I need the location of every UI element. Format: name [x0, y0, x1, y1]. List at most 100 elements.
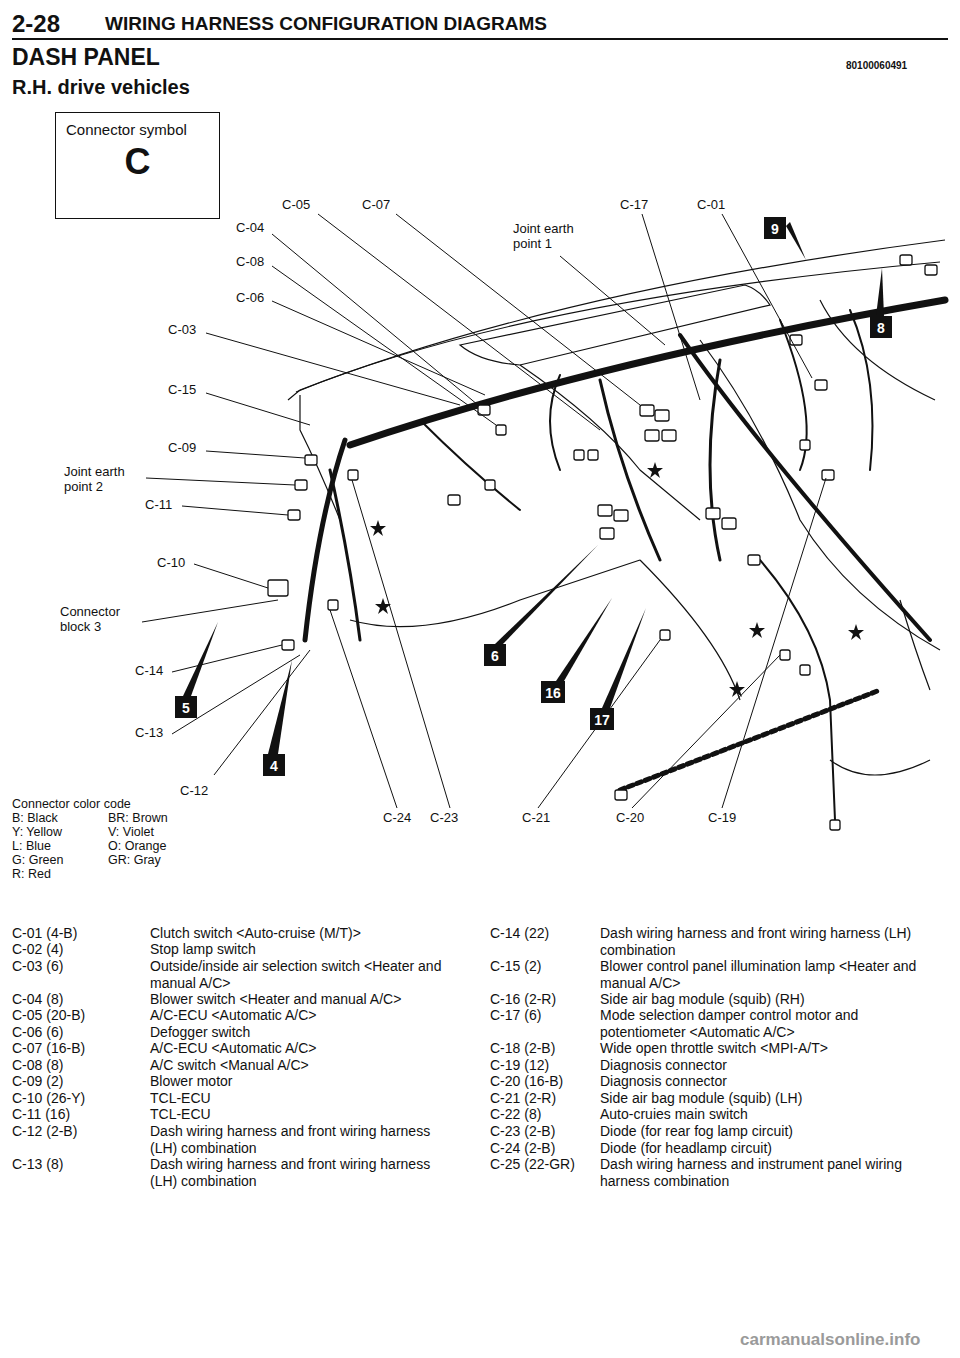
table-description: Diagnosis connector	[600, 1073, 945, 1090]
callout-pointers	[183, 222, 884, 754]
table-description: Side air bag module (squib) (LH)	[600, 1090, 945, 1107]
document-code: 80100060491	[846, 60, 907, 72]
page-title: DASH PANEL	[12, 44, 160, 70]
color-code: G: Green	[12, 854, 63, 868]
table-description: Dash wiring harness and instrument panel…	[600, 1156, 945, 1189]
table-connector-code: C-09 (2)	[12, 1073, 63, 1090]
callout-number: 17	[590, 708, 614, 730]
table-connector-code: C-13 (8)	[12, 1156, 63, 1173]
connector-label: C-11	[145, 498, 172, 513]
table-connector-code: C-18 (2-B)	[490, 1040, 555, 1057]
watermark: carmanualsonline.info	[740, 1330, 920, 1350]
table-connector-code: C-03 (6)	[12, 958, 63, 975]
table-description: A/C-ECU <Automatic A/C>	[150, 1040, 445, 1057]
table-description: Blower control panel illumination lamp <…	[600, 958, 945, 991]
table-description: TCL-ECU	[150, 1090, 445, 1107]
table-connector-code: C-07 (16-B)	[12, 1040, 85, 1057]
symbol-letter: C	[66, 142, 209, 182]
table-connector-code: C-19 (12)	[490, 1057, 549, 1074]
color-code: L: Blue	[12, 840, 51, 854]
color-code: BR: Brown	[108, 812, 168, 826]
connector-label: C-05	[282, 198, 310, 213]
callout-number: 6	[484, 644, 506, 666]
connectors	[268, 255, 937, 830]
table-connector-code: C-15 (2)	[490, 958, 541, 975]
connector-label: C-04	[236, 221, 264, 236]
color-code: GR: Gray	[108, 854, 161, 868]
table-connector-code: C-16 (2-R)	[490, 991, 556, 1008]
callout-number: 8	[870, 316, 892, 338]
table-description: A/C-ECU <Automatic A/C>	[150, 1007, 445, 1024]
connector-label: C-06	[236, 291, 264, 306]
node-text: 4	[270, 758, 278, 774]
color-code-heading: Connector color code	[12, 798, 131, 812]
table-description: Blower motor	[150, 1073, 445, 1090]
table-connector-code: C-23 (2-B)	[490, 1123, 555, 1140]
table-description: Auto-cruies main switch	[600, 1106, 945, 1123]
table-description: A/C switch <Manual A/C>	[150, 1057, 445, 1074]
table-description: Clutch switch <Auto-cruise (M/T)>	[150, 925, 445, 942]
node-text: 9	[771, 221, 779, 237]
table-connector-code: C-04 (8)	[12, 991, 63, 1008]
earth-point-label: Joint earth point 1	[513, 222, 593, 252]
table-description: Side air bag module (squib) (RH)	[600, 991, 945, 1008]
color-code: B: Black	[12, 812, 58, 826]
table-description: Dash wiring harness and front wiring har…	[600, 925, 945, 958]
table-description: TCL-ECU	[150, 1106, 445, 1123]
table-description: Blower switch <Heater and manual A/C>	[150, 991, 445, 1008]
connector-label: C-19	[708, 811, 736, 826]
table-description: Defogger switch	[150, 1024, 445, 1041]
table-description: Dash wiring harness and front wiring har…	[150, 1123, 445, 1156]
leader-lines	[142, 214, 826, 808]
connector-block-label: Connector block 3	[60, 605, 140, 635]
connector-label: C-03	[168, 323, 196, 338]
ground-stars	[370, 462, 864, 697]
table-description: Diode (for headlamp circuit)	[600, 1140, 945, 1157]
callout-number: 9	[764, 217, 786, 239]
table-description: Diode (for rear fog lamp circuit)	[600, 1123, 945, 1140]
section-heading: WIRING HARNESS CONFIGURATION DIAGRAMS	[105, 13, 547, 35]
table-connector-code: C-20 (16-B)	[490, 1073, 563, 1090]
connector-label: C-13	[135, 726, 163, 741]
table-description: Dash wiring harness and front wiring har…	[150, 1156, 445, 1189]
node-text: Connector symbol	[66, 121, 209, 138]
callout-number: 5	[175, 696, 197, 718]
table-connector-code: C-12 (2-B)	[12, 1123, 77, 1140]
table-connector-code: C-24 (2-B)	[490, 1140, 555, 1157]
callout-number: 16	[541, 681, 565, 703]
table-description: Diagnosis connector	[600, 1057, 945, 1074]
color-code: Y: Yellow	[12, 826, 62, 840]
page-number: 2-28	[12, 10, 60, 38]
table-connector-code: C-08 (8)	[12, 1057, 63, 1074]
table-connector-code: C-25 (22-GR)	[490, 1156, 575, 1173]
connector-label: C-12	[180, 784, 208, 799]
node-text: 5	[182, 700, 190, 716]
table-description: Mode selection damper control motor and …	[600, 1007, 945, 1040]
table-connector-code: C-05 (20-B)	[12, 1007, 85, 1024]
node-text: 17	[594, 712, 610, 728]
connector-symbol-box: Connector symbolC	[55, 112, 220, 219]
connector-label: C-17	[620, 198, 648, 213]
table-description: Outside/inside air selection switch <Hea…	[150, 958, 445, 991]
connector-label: C-15	[168, 383, 196, 398]
subheading: R.H. drive vehicles	[12, 76, 190, 99]
wiring-harness	[305, 300, 945, 820]
table-connector-code: C-10 (26-Y)	[12, 1090, 85, 1107]
table-connector-code: C-01 (4-B)	[12, 925, 77, 942]
table-connector-code: C-14 (22)	[490, 925, 549, 942]
table-description: Wide open throttle switch <MPI-A/T>	[600, 1040, 945, 1057]
node-text: 16	[545, 685, 561, 701]
connector-label: C-14	[135, 664, 163, 679]
color-code: R: Red	[12, 868, 51, 882]
node-text: 6	[491, 648, 499, 664]
connector-label: C-24	[383, 811, 411, 826]
callout-number: 4	[263, 754, 285, 776]
color-code: O: Orange	[108, 840, 166, 854]
dash-panel-outline	[288, 240, 945, 775]
connector-label: C-01	[697, 198, 725, 213]
connector-label: C-07	[362, 198, 390, 213]
earth-point-label: Joint earth point 2	[64, 465, 144, 495]
table-connector-code: C-06 (6)	[12, 1024, 63, 1041]
connector-label: C-08	[236, 255, 264, 270]
